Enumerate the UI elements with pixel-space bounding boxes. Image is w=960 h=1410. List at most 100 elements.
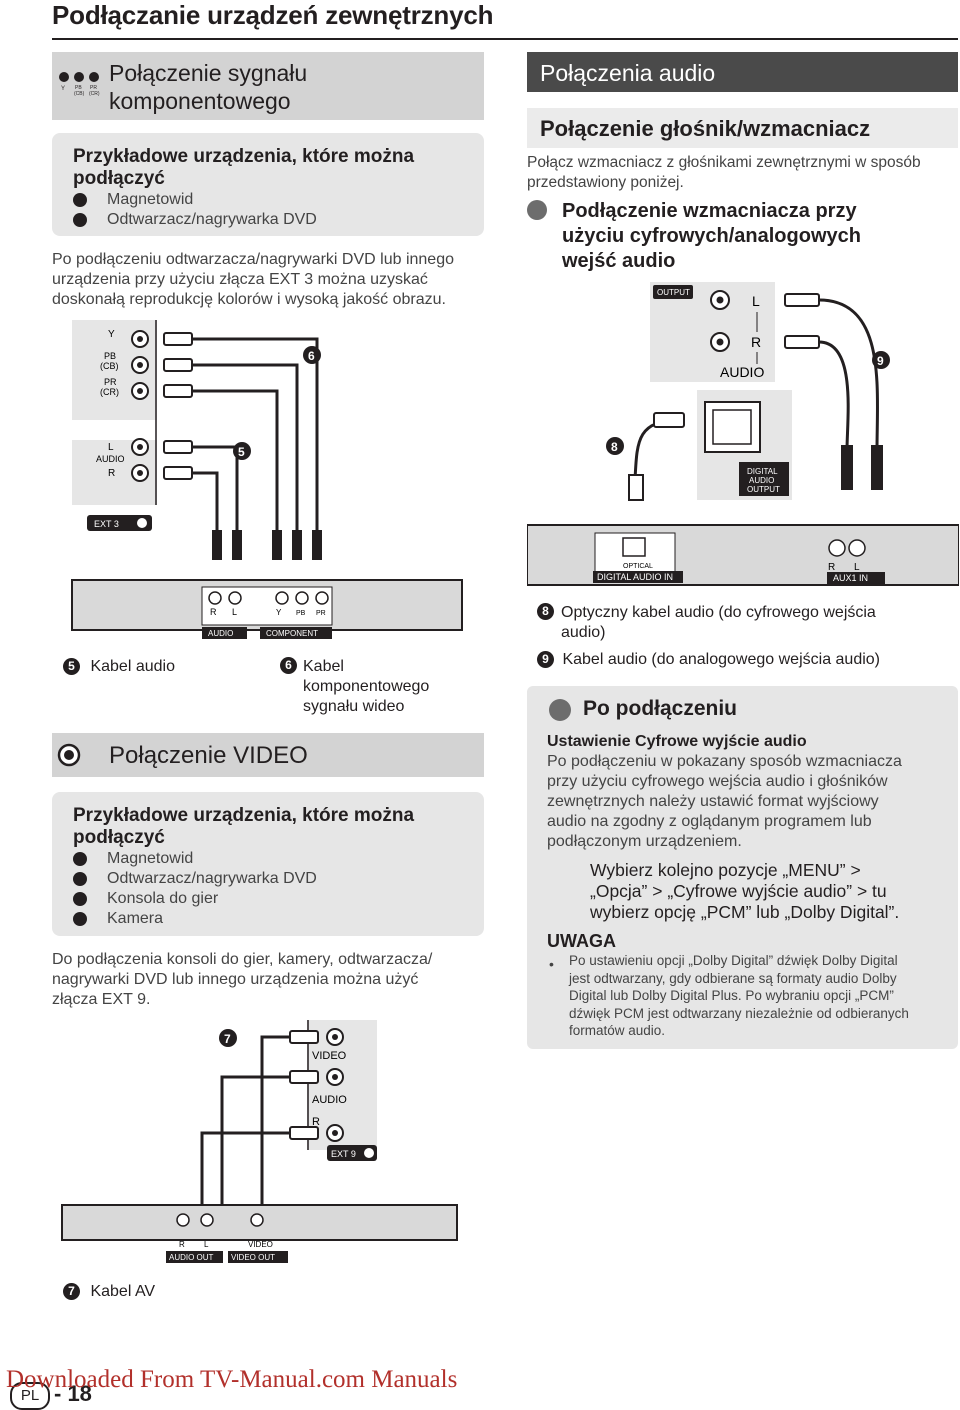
svg-text:PB: PB [75,85,82,91]
tv-label-y: Y [108,329,115,340]
callout-6: 6 [308,349,315,363]
list-item: Odtwarzacz/nagrywarka DVD [73,210,317,230]
legend-text: Optyczny kabel audio (do cyfrowego wejśc… [561,604,876,621]
amp-label-optical: OPTICAL [623,563,653,570]
svg-text:PR: PR [90,85,97,91]
audio-bar: Połączenia audio [527,52,958,92]
text-line: Podłączenie wzmacniacza przy [562,200,857,222]
tv-label-r: R [312,1116,320,1128]
video-heading: Połączenie VIDEO [109,742,308,769]
video-header: Połączenie VIDEO [52,733,484,777]
legend-text: Kabel audio (do analogowego wejścia audi… [562,651,881,668]
tv-label-ext3: EXT 3 [94,519,119,529]
component-devices-box: Przykładowe urządzenia, które można podł… [52,133,484,236]
setting-title: Ustawienie Cyfrowe wyjście audio [547,733,807,750]
callout-5: 5 [238,445,245,459]
tv-label-audio: AUDIO [96,454,125,464]
component-jacks-icon: Y PB(CB) PR(CR) [59,72,100,96]
legend-7: 7 Kabel AV [63,1282,155,1302]
list-item: Odtwarzacz/nagrywarka DVD [73,869,317,889]
component-heading-1: Połączenie sygnału [109,60,308,86]
video-connection-diagram: VIDEO L AUDIO R 7 EXT 9 R L VIDEO AUDIO … [61,1020,458,1263]
list-item: Magnetowid [73,849,317,869]
device-label-component: COMPONENT [266,629,318,638]
tv-label-ext9: EXT 9 [331,1149,356,1159]
note-title: UWAGA [547,931,616,951]
svg-text:(CB): (CB) [74,91,85,96]
box-title-2: podłączyć [73,827,165,848]
text-line: „Opcja” > „Cyfrowe wyjście audio” > tu [590,881,887,901]
text-line: wejść audio [562,250,676,272]
audio-subtitle: Połączenie głośnik/wzmacniacz [540,116,871,141]
text-line: nagrywarki DVD lub innego urządzenia moż… [52,971,419,988]
callout-8: 8 [611,440,618,454]
device-label-l: L [232,607,237,617]
note-text: Po ustawieniu opcji „Dolby Digital” dźwi… [569,952,909,1040]
device-label-pb: PB [296,610,306,617]
tv-label-audio: AUDIO [312,1094,347,1106]
page-title: Podłączanie urządzeń zewnętrznych [52,0,494,30]
tv-label-l: L [108,442,114,453]
box-title-2: podłączyć [73,168,165,189]
component-heading-2: komponentowego [109,88,291,114]
legend-number: 7 [63,1283,80,1301]
amp-label-l: L [854,562,860,573]
text-line: doskonałą reprodukcję kolorów i wysoką j… [52,291,446,308]
text-line: zewnętrznych należy ustawić format wyjśc… [547,793,879,810]
legend-text: Kabel AV [90,1283,156,1300]
tv-label-digital-output: OUTPUT [747,485,780,494]
box-title-1: Przykładowe urządzenia, które można [73,805,415,826]
tv-label-pb: PB [104,351,116,361]
list-item: Magnetowid [73,190,317,210]
component-connection-diagram: Y PB (CB) PR (CR) L AUDIO R EXT 3 6 5 R … [71,320,463,639]
legend-number: 9 [537,651,554,669]
box-title-1: Przykładowe urządzenia, które można [73,146,415,167]
amp-label-aux: AUX1 IN [833,573,868,583]
device-label-audio: AUDIO [208,629,233,638]
note-bullet: • [549,956,554,972]
tv-label-pr: PR [104,377,117,387]
legend-text: Kabel [303,658,344,675]
text-line: dźwięk PCM jest odtwarzany niezależnie o… [569,1005,909,1021]
tv-label-digital-audio: AUDIO [749,476,774,485]
title-rule [52,38,958,40]
page-number: - 18 [54,1381,92,1406]
instruction-text: Wybierz kolejno pozycje „MENU” > „Opcja”… [590,860,899,923]
audio-connection-diagram: OUTPUT L R AUDIO DIGITAL AUDIO OUTPUT 9 … [527,282,959,586]
tv-label-audio: AUDIO [720,364,764,380]
text-line: podłączonym urządzeniem. [547,833,742,850]
callout-7: 7 [224,1032,231,1046]
legend-6: 6 Kabel komponentowego sygnału wideo [280,657,429,717]
watermark-link[interactable]: Downloaded From TV-Manual.com Manuals [6,1366,458,1393]
device-label-r: R [210,607,217,617]
legend-text: komponentowego [303,678,430,695]
component-header: Y PB(CB) PR(CR) Połączenie sygnału kompo… [52,52,484,120]
legend-number: 8 [537,603,554,620]
audio-bar-title: Połączenia audio [540,60,716,86]
tv-label-l: L [752,293,760,309]
device-label-video-out: VIDEO OUT [231,1253,275,1262]
step-bullet-icon [549,699,571,721]
list-item: Kamera [73,909,317,929]
text-line: Wybierz kolejno pozycje „MENU” > [590,860,861,880]
tv-label-r: R [108,468,115,479]
text-line: Digital lub Dolby Digital Plus. Po wybra… [569,988,894,1003]
setting-text: Po podłączeniu w pokazany sposób wzmacni… [547,752,902,852]
text-line: Po podłączeniu w pokazany sposób wzmacni… [547,753,902,770]
callout-9: 9 [877,354,884,368]
svg-text:Y: Y [61,86,65,92]
legend-9: 9 Kabel audio (do analogowego wejścia au… [537,650,880,670]
device-label-video: VIDEO [248,1240,273,1249]
tv-label-cr: (CR) [100,387,119,397]
legend-number: 6 [280,657,297,674]
tv-label-output: OUTPUT [657,288,690,297]
legend-text: Kabel audio [90,658,175,675]
legend-text: sygnału wideo [303,698,405,715]
text-line: jest odtwarzany, gdy odbierane są format… [569,970,897,986]
device-label-y: Y [276,608,282,617]
device-label-l: L [204,1240,209,1249]
device-label-pr: PR [316,610,326,617]
after-title: Po podłączeniu [583,697,738,720]
text-line: formatów audio. [569,1023,666,1038]
text-line: audio na zgodny z oglądanym programem lu… [547,813,872,830]
